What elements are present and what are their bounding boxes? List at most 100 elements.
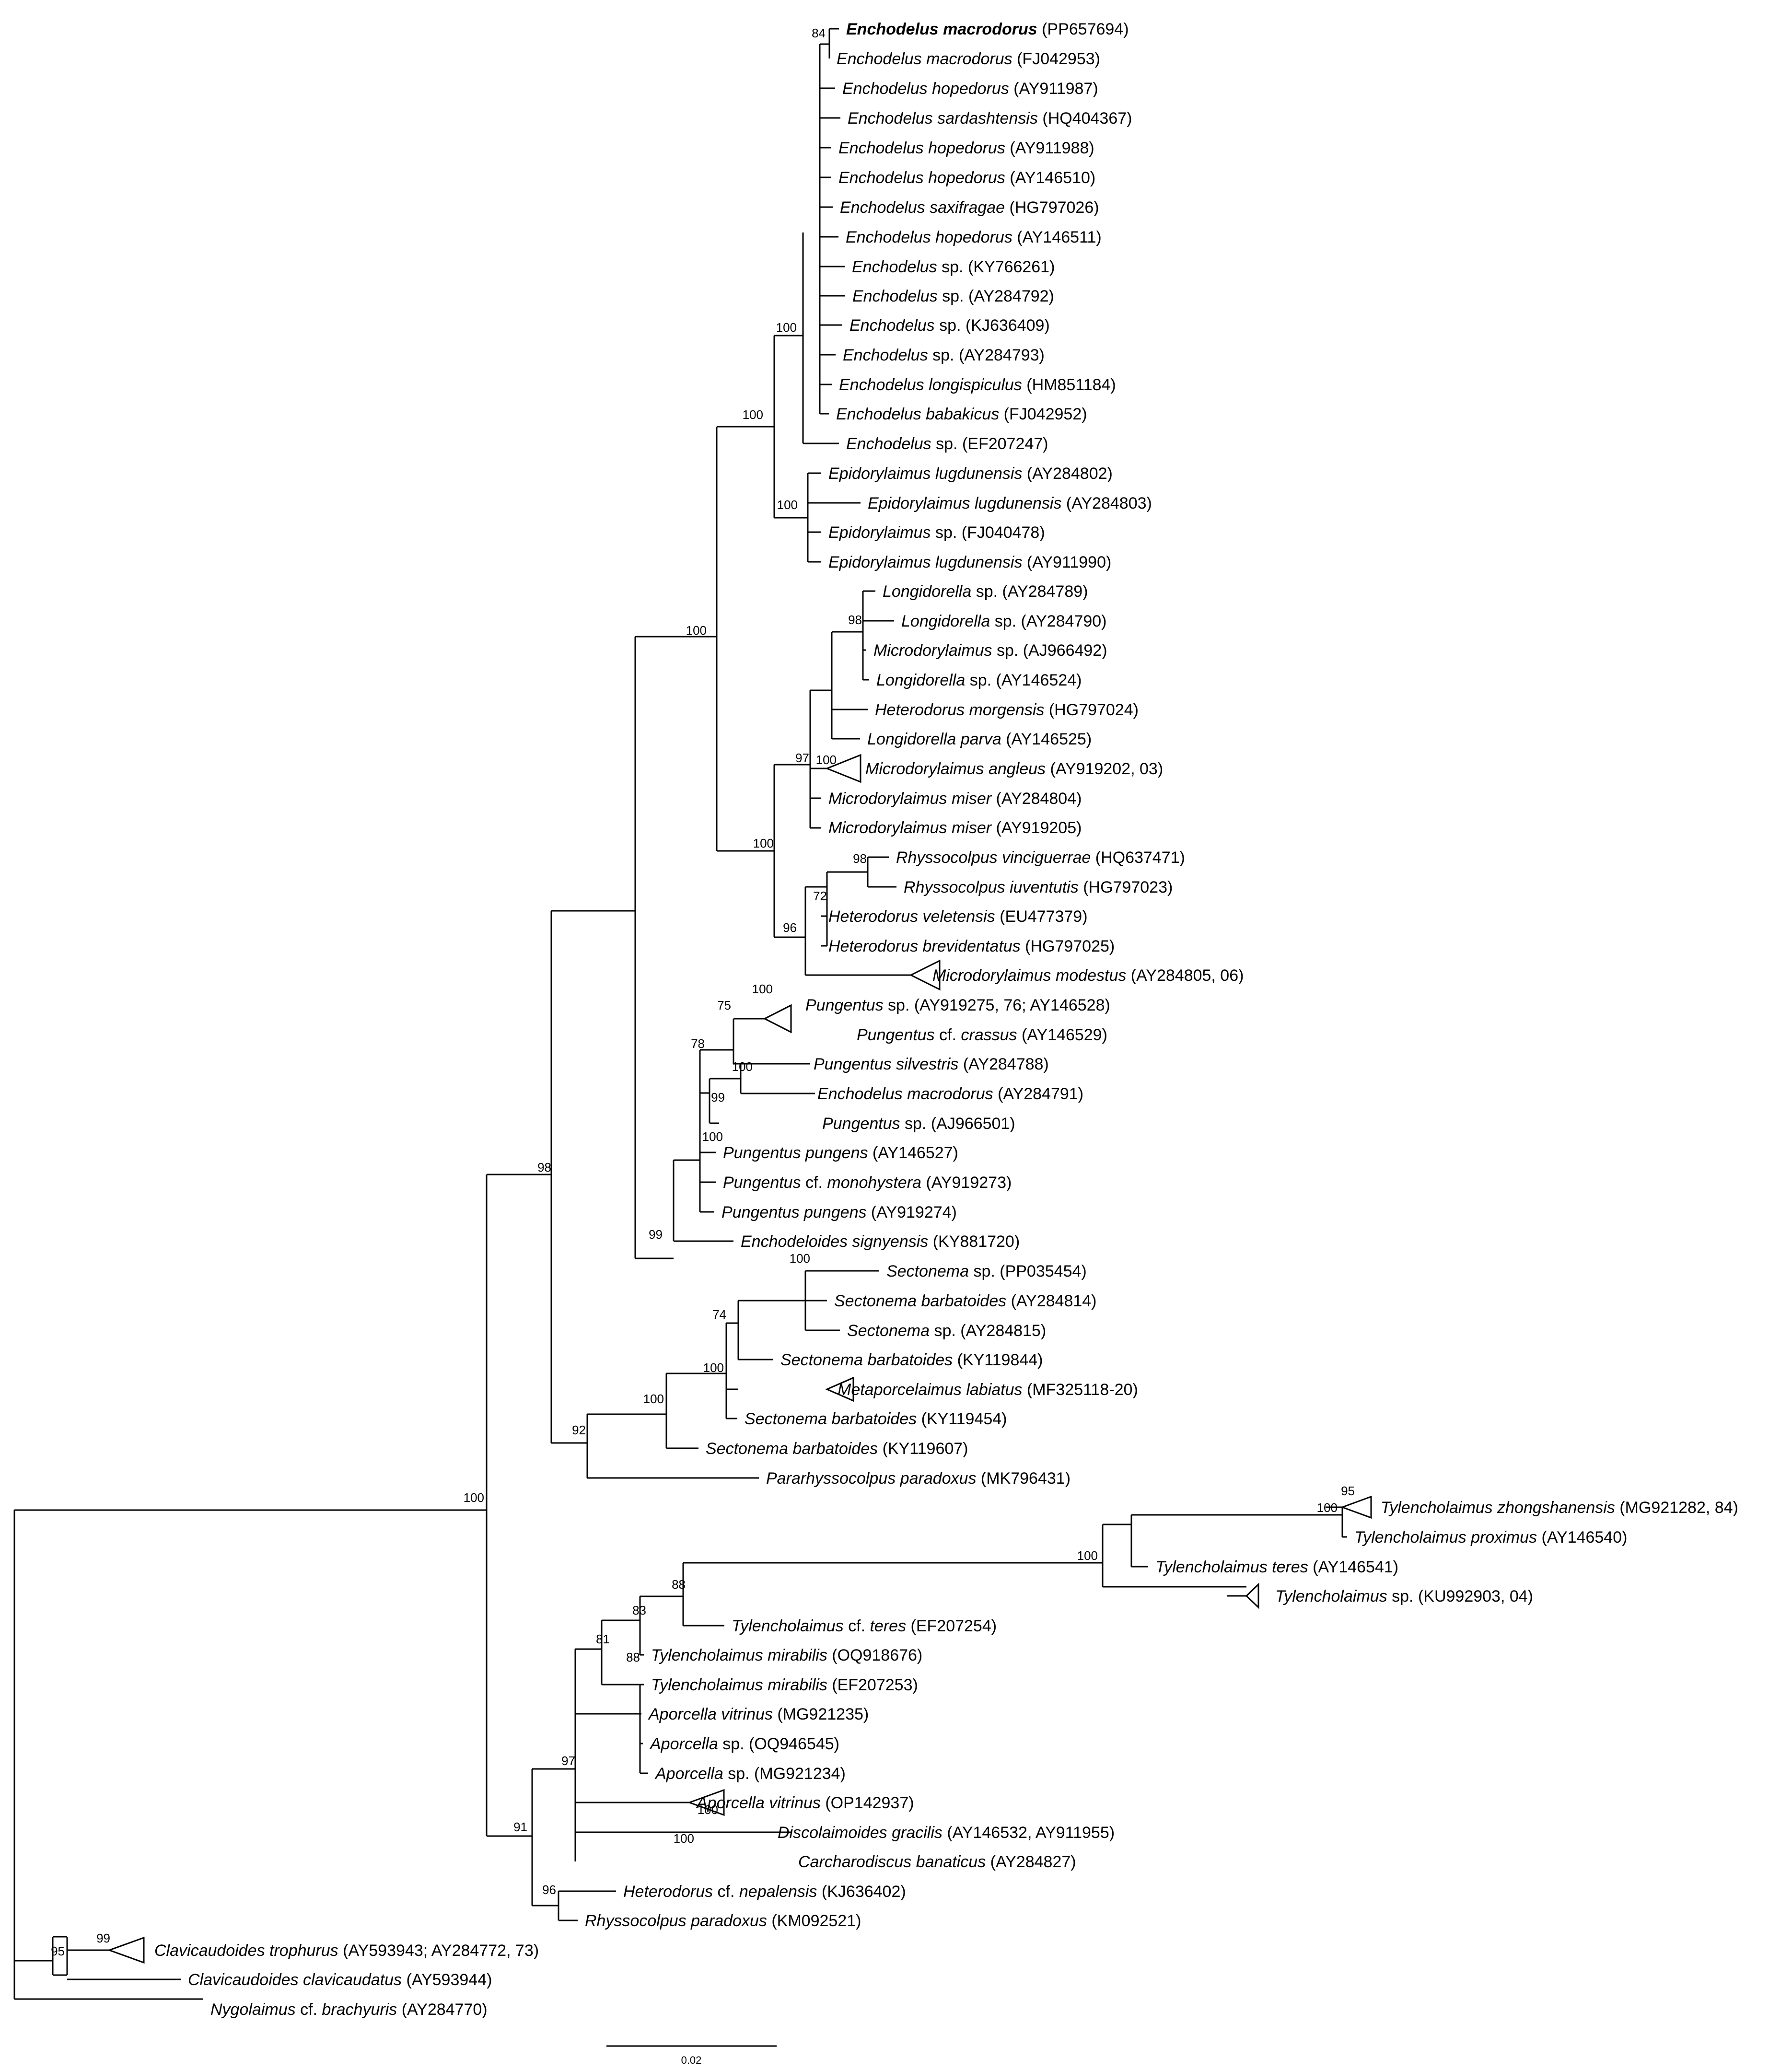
bootstrap-value: 88 xyxy=(672,1577,686,1592)
taxon-label: Clavicaudoides trophurus (AY593943; AY28… xyxy=(154,1942,539,1960)
taxon-label: Enchodelus macrodorus (AY284791) xyxy=(817,1085,1083,1103)
bootstrap-value: 96 xyxy=(783,920,797,935)
bootstrap-value: 100 xyxy=(816,753,837,767)
taxon-label: Sectonema barbatoides (KY119844) xyxy=(780,1351,1043,1369)
taxon-label: Metaporcelaimus labiatus (MF325118-20) xyxy=(838,1381,1138,1399)
taxon-label: Tylencholaimus zhongshanensis (MG921282,… xyxy=(1381,1499,1738,1517)
taxon-label: Longidorella sp. (AY146524) xyxy=(876,671,1082,689)
taxon-label: Heterodorus veletensis (EU477379) xyxy=(828,907,1088,926)
taxon-label: Rhyssocolpus vinciguerrae (HQ637471) xyxy=(896,849,1185,867)
taxon-label: Pungentus cf. monohystera (AY919273) xyxy=(723,1174,1012,1192)
collapsed-clade-triangle xyxy=(825,754,861,783)
taxon-label: Longidorella sp. (AY284789) xyxy=(883,582,1088,601)
bootstrap-value: 84 xyxy=(812,26,826,40)
bootstrap-value: 100 xyxy=(686,623,707,638)
bootstrap-value: 91 xyxy=(513,1820,527,1834)
bootstrap-value: 95 xyxy=(1341,1484,1355,1498)
taxon-label: Microdorylaimus sp. (AJ966492) xyxy=(873,641,1107,660)
taxon-label: Microdorylaimus miser (AY919205) xyxy=(828,819,1082,837)
taxon-label: Sectonema barbatoides (KY119454) xyxy=(745,1410,1007,1428)
bootstrap-value: 92 xyxy=(572,1423,586,1437)
bootstrap-value: 100 xyxy=(703,1361,724,1375)
taxon-label: Enchodelus sp. (AY284793) xyxy=(843,346,1045,364)
bootstrap-value: 99 xyxy=(96,1931,110,1945)
bootstrap-value: 74 xyxy=(712,1307,726,1322)
taxon-label: Discolaimoides gracilis (AY146532, AY911… xyxy=(778,1824,1115,1842)
taxon-label: Longidorella parva (AY146525) xyxy=(867,730,1092,748)
taxon-label: Pungentus sp. (AY919275, 76; AY146528) xyxy=(805,996,1110,1014)
bootstrap-value: 100 xyxy=(698,1803,718,1817)
bootstrap-value: 100 xyxy=(643,1392,664,1406)
bootstrap-value: 100 xyxy=(790,1251,810,1266)
taxon-label: Nygolaimus cf. brachyuris (AY284770) xyxy=(210,2000,488,2019)
collapsed-clade-triangle xyxy=(687,1789,725,1816)
taxon-label: Sectonema barbatoides (KY119607) xyxy=(706,1440,968,1458)
bootstrap-value: 78 xyxy=(691,1036,705,1051)
taxon-label: Enchodelus longispiculus (HM851184) xyxy=(839,376,1116,394)
collapsed-clade-triangle xyxy=(107,1936,145,1964)
taxon-label: Clavicaudoides clavicaudatus (AY593944) xyxy=(188,1971,492,1989)
bootstrap-value: 100 xyxy=(753,836,774,850)
bootstrap-value: 98 xyxy=(848,613,862,627)
taxon-label: Sectonema sp. (PP035454) xyxy=(886,1262,1087,1280)
bootstrap-value: 100 xyxy=(776,320,797,335)
bootstrap-value: 100 xyxy=(1077,1548,1098,1563)
taxon-label: Aporcella vitrinus (OP142937) xyxy=(696,1794,914,1812)
bootstrap-values: 84 100 100 100 100 98 97 100 100 98 72 96 100 75 78 100… xyxy=(51,26,1355,1958)
taxon-label: Tylencholaimus proximus (AY146540) xyxy=(1354,1528,1627,1547)
bootstrap-value: 81 xyxy=(596,1632,610,1646)
bootstrap-value: 100 xyxy=(732,1059,753,1074)
bootstrap-value: 98 xyxy=(853,851,867,866)
taxon-label: Enchodelus sp. (KY766261) xyxy=(852,258,1055,276)
bootstrap-value: 100 xyxy=(674,1831,694,1846)
taxon-label: Sectonema sp. (AY284815) xyxy=(847,1322,1046,1340)
scale-bar-label: 0.02 xyxy=(681,2054,702,2066)
taxon-label: Sectonema barbatoides (AY284814) xyxy=(834,1292,1097,1310)
taxon-label: Rhyssocolpus paradoxus (KM092521) xyxy=(585,1912,861,1930)
taxon-label: Enchodelus hopedorus (AY146510) xyxy=(838,169,1095,187)
bootstrap-value: 83 xyxy=(632,1603,646,1617)
taxon-label: Tylencholaimus mirabilis (OQ918676) xyxy=(651,1646,922,1664)
taxon-label: Enchodelus macrodorus (PP657694) xyxy=(846,20,1129,38)
bootstrap-value: 75 xyxy=(717,998,731,1012)
collapsed-clade-triangle xyxy=(1340,1495,1372,1519)
taxon-label: Pungentus pungens (AY146527) xyxy=(723,1144,958,1162)
taxon-label: Carcharodiscus banaticus (AY284827) xyxy=(798,1853,1076,1871)
taxon-label: Enchodelus saxifragae (HG797026) xyxy=(840,198,1099,217)
taxon-label: Tylencholaimus teres (AY146541) xyxy=(1155,1558,1398,1576)
bootstrap-value: 99 xyxy=(711,1090,725,1105)
taxon-label: Enchodelus sp. (KJ636409) xyxy=(849,316,1050,335)
taxon-label: Tylencholaimus mirabilis (EF207253) xyxy=(651,1676,918,1694)
bootstrap-value: 100 xyxy=(777,498,798,512)
collapsed-clade-triangle xyxy=(825,1376,854,1402)
taxon-label: Heterodorus brevidentatus (HG797025) xyxy=(828,937,1115,955)
taxon-labels: Enchodelus macrodorus (PP657694) Enchodel… xyxy=(154,20,1738,2019)
scale-bar: 0.02 xyxy=(606,2045,777,2066)
taxon-label: Enchodelus sardashtensis (HQ404367) xyxy=(848,109,1132,128)
bootstrap-value: 97 xyxy=(561,1754,575,1768)
taxon-label: Tylencholaimus sp. (KU992903, 04) xyxy=(1275,1587,1533,1605)
bootstrap-value: 100 xyxy=(752,982,773,996)
taxon-label: Aporcella sp. (OQ946545) xyxy=(649,1735,839,1753)
taxon-label: Pungentus sp. (AJ966501) xyxy=(822,1115,1015,1133)
taxon-label: Heterodorus cf. nepalensis (KJ636402) xyxy=(623,1883,906,1901)
bootstrap-value: 72 xyxy=(813,889,827,903)
bootstrap-value: 98 xyxy=(537,1160,551,1175)
taxon-label: Longidorella sp. (AY284790) xyxy=(901,612,1106,630)
taxon-label: Pungentus pungens (AY919274) xyxy=(721,1203,957,1221)
taxon-label: Enchodeloides signyensis (KY881720) xyxy=(741,1233,1020,1251)
taxon-label: Enchodelus macrodorus (FJ042953) xyxy=(837,50,1100,68)
taxon-label: Enchodelus sp. (AY284792) xyxy=(852,287,1054,305)
taxon-label: Enchodelus hopedorus (AY911988) xyxy=(838,139,1094,157)
collapsed-clade-triangle xyxy=(1245,1582,1259,1609)
taxon-label: Epidorylaimus lugdunensis (AY284803) xyxy=(868,494,1152,512)
taxon-label: Pungentus cf. crassus (AY146529) xyxy=(857,1026,1107,1044)
taxon-label: Microdorylaimus angleus (AY919202, 03) xyxy=(865,760,1163,778)
collapsed-clade-triangle xyxy=(763,1004,792,1034)
tree-branches xyxy=(13,28,1347,2000)
taxon-label: Pararhyssocolpus paradoxus (MK796431) xyxy=(766,1469,1071,1488)
taxon-label: Epidorylaimus sp. (FJ040478) xyxy=(828,523,1045,542)
taxon-label: Aporcella vitrinus (MG921235) xyxy=(648,1705,869,1723)
bootstrap-value: 99 xyxy=(649,1227,663,1242)
